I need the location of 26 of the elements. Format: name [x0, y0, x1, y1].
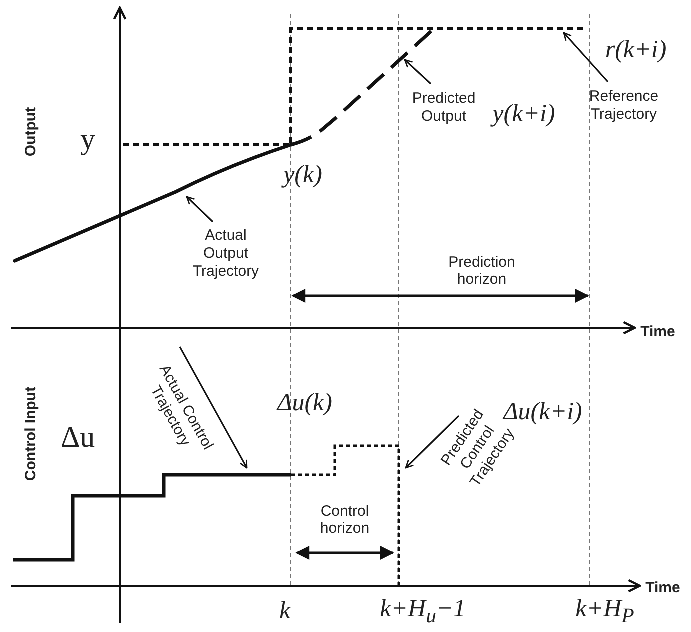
- axis-label: Output: [22, 107, 40, 157]
- leader-line: [405, 415, 460, 469]
- leader-line: [404, 59, 432, 85]
- callout-label: Predicted Output: [404, 90, 484, 126]
- reference-curve: [123, 28, 586, 146]
- dimension-label: Prediction horizon: [448, 254, 516, 288]
- axis-label: Control Input: [22, 386, 40, 482]
- variable-label: Δu(k+i): [504, 398, 582, 428]
- callout-label: Actual Output Trajectory: [181, 227, 271, 281]
- axis-label: Time: [640, 323, 676, 341]
- variable-label: y(k+i): [492, 100, 556, 130]
- axis-label: Time: [646, 579, 680, 597]
- variable-label: Δu: [60, 420, 96, 456]
- dimension-label: Control horizon: [319, 502, 371, 538]
- tick-label: k+H$_{u}$−1: [380, 596, 466, 628]
- predicted-control-curve: [291, 444, 400, 586]
- leader-line: [563, 32, 609, 83]
- variable-label: y(k): [284, 162, 322, 190]
- tick-label: k+H$_{P}$: [576, 596, 634, 628]
- variable-label: Δu(k): [278, 390, 332, 418]
- leader-line: [179, 346, 248, 469]
- variable-label: y: [80, 122, 96, 158]
- leader-line: [186, 196, 214, 223]
- callout-label: Reference Trajectory: [579, 88, 669, 124]
- variable-label: r(k+i): [605, 36, 667, 66]
- tick-label: k: [279, 598, 291, 626]
